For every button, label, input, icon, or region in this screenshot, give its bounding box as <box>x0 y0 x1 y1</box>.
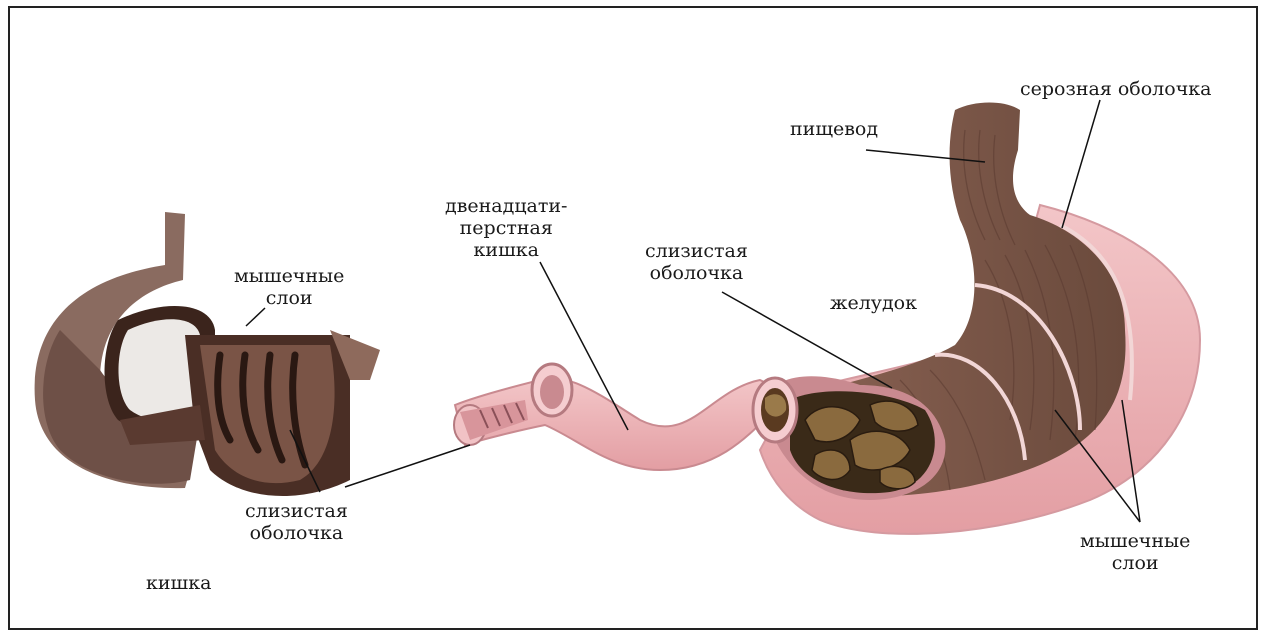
leader-muscle-right-a <box>1054 409 1141 523</box>
leader-esophagus <box>865 149 986 163</box>
stomach <box>751 102 1202 535</box>
leader-duodenum <box>539 261 629 431</box>
label-mucosa-center: слизистая оболочка <box>645 240 748 284</box>
duodenum-tube <box>453 362 792 472</box>
label-intestine: кишка <box>146 572 212 594</box>
label-mucosa-left: слизистая оболочка <box>245 500 348 544</box>
leader-mucosa-left <box>289 429 321 493</box>
label-stomach: желудок <box>830 292 917 314</box>
leader-muscle-left <box>245 307 266 327</box>
label-muscle-layers-right: мышечные слои <box>1080 530 1191 574</box>
label-serosa: серозная оболочка <box>1020 78 1212 100</box>
intestine-section <box>34 212 380 497</box>
leader-duodenum-lumen <box>344 444 471 488</box>
label-esophagus: пищевод <box>790 118 879 140</box>
leader-muscle-right-b <box>1121 399 1141 523</box>
leader-lines <box>245 99 1141 523</box>
leader-mucosa-center <box>721 291 893 389</box>
label-muscle-layers-left: мышечные слои <box>234 265 345 309</box>
label-duodenum: двенадцати- перстная кишка <box>445 195 568 261</box>
leader-serosa <box>1061 99 1101 229</box>
